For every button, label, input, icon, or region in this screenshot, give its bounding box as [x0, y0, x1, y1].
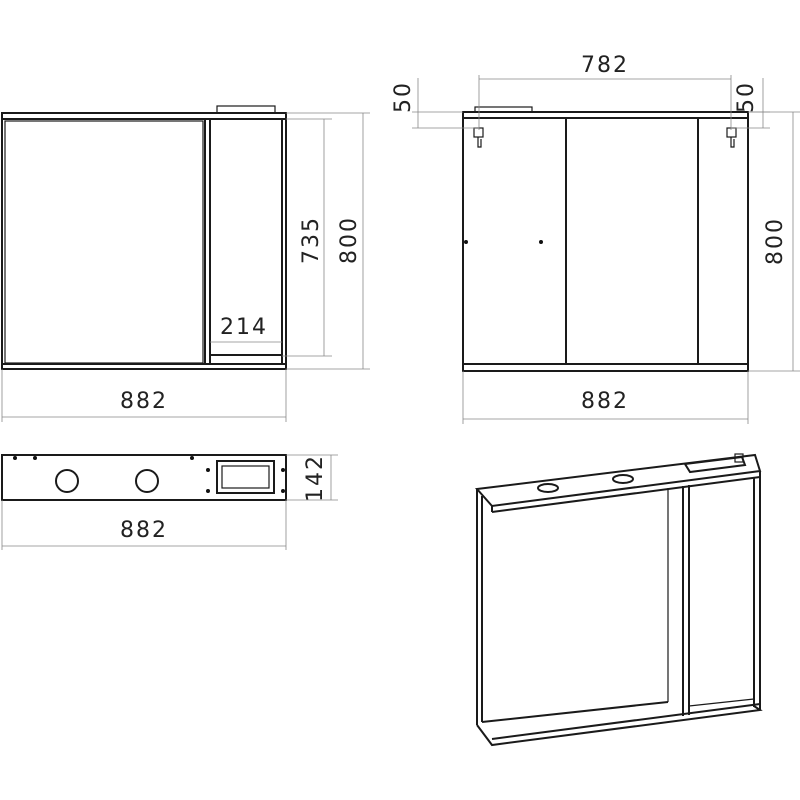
- dim-width: 882: [581, 389, 629, 414]
- dim-width: 882: [120, 518, 168, 543]
- dim-right-offset: 50: [734, 81, 759, 113]
- dim-width: 882: [120, 389, 168, 414]
- light-fixture: [216, 460, 275, 494]
- light-fixture: [683, 455, 747, 474]
- dim-height: 800: [763, 217, 788, 265]
- light-fixture: [216, 105, 276, 114]
- top-view: 142 882: [1, 454, 338, 550]
- dim-shelf-width: 214: [220, 315, 268, 340]
- isometric-view: [474, 453, 763, 747]
- hook-icon: [473, 127, 484, 148]
- dim-left-offset: 50: [391, 81, 416, 113]
- dim-depth: 142: [303, 454, 328, 502]
- back-view: 782 50 50 800 882: [391, 53, 800, 424]
- light-fixture: [474, 106, 533, 113]
- dim-height: 800: [337, 216, 362, 264]
- hook-icon: [726, 127, 737, 148]
- dim-hook-span: 782: [581, 53, 629, 78]
- dim-inner-height: 735: [299, 216, 324, 264]
- front-view: 735 800 214 882: [1, 105, 370, 422]
